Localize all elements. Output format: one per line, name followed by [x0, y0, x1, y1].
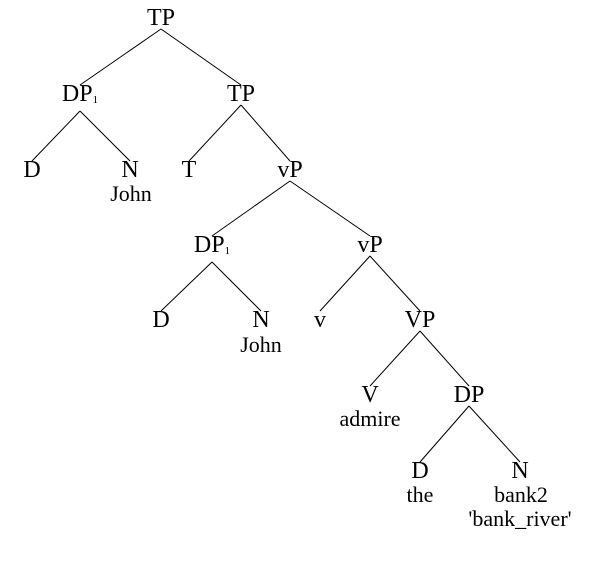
node-vp-lower: vP	[357, 232, 383, 258]
node-n-subject: N	[121, 157, 139, 183]
word-gloss-bank-river: 'bank_river'	[468, 506, 572, 531]
edge-vp_upper-dp_copy	[211, 180, 291, 237]
node-vp-big: VP	[404, 307, 436, 333]
node-n-copy: N	[252, 307, 270, 333]
node-dp-object: DP	[453, 382, 485, 408]
word-bank2: bank2	[494, 482, 548, 507]
edge-dp_copy-n_copy	[211, 261, 262, 312]
edge-tp_bar-t_head	[188, 104, 242, 162]
node-tp-root: TP	[146, 5, 176, 31]
index-subscript: 1	[92, 94, 99, 106]
node-d-object: D	[411, 458, 429, 484]
edge-dp_copy-d_copy	[160, 261, 213, 312]
edge-vp_upper-vp_lower	[289, 180, 371, 237]
edge-tp_root-dp_subj	[79, 28, 162, 86]
node-dp-copy: DP1	[193, 232, 231, 258]
node-n-object: N	[511, 458, 529, 484]
word-admire: admire	[339, 406, 401, 431]
edge-tp_bar-vp_upper	[240, 104, 291, 162]
word-the: the	[406, 482, 434, 507]
edge-vp_big-v_main	[369, 330, 421, 387]
edge-dp_obj-d_obj	[419, 405, 470, 463]
node-dp-subject: DP1	[61, 81, 99, 107]
edge-vp_lower-v_light	[319, 255, 371, 312]
node-v-main: V	[361, 382, 379, 408]
node-d-copy: D	[152, 307, 170, 333]
edge-dp_subj-d_subj	[31, 110, 81, 162]
node-t-head: T	[181, 157, 197, 183]
node-tp-bar: TP	[226, 81, 256, 107]
edge-dp_subj-n_subj	[79, 110, 131, 162]
edge-vp_big-dp_obj	[419, 330, 470, 387]
node-v-light: v	[314, 307, 326, 333]
edge-vp_lower-vp_big	[369, 255, 421, 312]
node-d-subject: D	[23, 157, 41, 183]
index-subscript: 1	[224, 245, 231, 257]
edge-tp_root-tp_bar	[160, 28, 242, 86]
word-john-copy: John	[240, 332, 282, 357]
word-john-subject: John	[110, 181, 152, 206]
edge-dp_obj-n_obj	[468, 405, 521, 463]
node-vp-upper: vP	[277, 157, 303, 183]
